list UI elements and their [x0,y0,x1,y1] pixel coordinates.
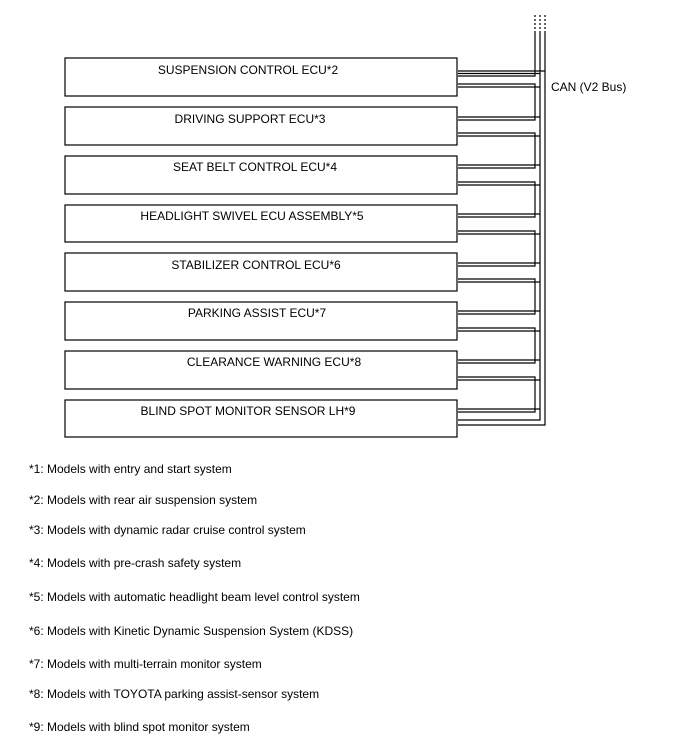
footnote-9: *9: Models with blind spot monitor syste… [29,720,250,734]
ecu-box: CLEARANCE WARNING ECU*8 [64,350,458,390]
bus-trunk-inner [458,33,536,77]
can-bus-diagram: CAN (V2 Bus) SUSPENSION CONTROL ECU*2 DR… [64,15,626,438]
ecu-box: DRIVING SUPPORT ECU*3 [64,106,458,146]
ecu-box: SEAT BELT CONTROL ECU*4 [64,155,458,195]
ecu-box: BLIND SPOT MONITOR SENSOR LH*9 [64,399,458,438]
ecu-label: BLIND SPOT MONITOR SENSOR LH*9 [141,404,356,418]
bus-loop-2 [458,132,536,169]
ecu-label: STABILIZER CONTROL ECU*6 [171,258,341,272]
ecu-box: HEADLIGHT SWIVEL ECU ASSEMBLY*5 [64,204,458,243]
ecu-box: STABILIZER CONTROL ECU*6 [64,252,458,292]
bus-loop-5 [458,278,536,315]
footnote-8: *8: Models with TOYOTA parking assist-se… [29,687,320,701]
ecu-boxes: SUSPENSION CONTROL ECU*2 DRIVING SUPPORT… [64,57,458,438]
footnote-1: *1: Models with entry and start system [29,462,232,476]
footnote-2: *2: Models with rear air suspension syst… [29,493,258,507]
bus-loop-6 [458,327,536,364]
bus-trunk-middle [458,33,541,421]
footnote-7: *7: Models with multi-terrain monitor sy… [29,657,262,671]
ecu-label: PARKING ASSIST ECU*7 [188,306,327,320]
ecu-label: CLEARANCE WARNING ECU*8 [187,355,362,369]
bus-loop-4 [458,230,536,267]
bus-loop-3 [458,181,536,218]
footnote-3: *3: Models with dynamic radar cruise con… [29,523,306,537]
bus-label: CAN (V2 Bus) [551,80,626,94]
footnote-5: *5: Models with automatic headlight beam… [29,590,360,604]
ecu-box: PARKING ASSIST ECU*7 [64,301,458,341]
footnote-6: *6: Models with Kinetic Dynamic Suspensi… [29,624,354,638]
ecu-label: SEAT BELT CONTROL ECU*4 [173,160,337,174]
ecu-label: DRIVING SUPPORT ECU*3 [175,112,326,126]
can-bus-wiring [458,15,546,426]
ecu-box: SUSPENSION CONTROL ECU*2 [64,57,458,97]
footnote-4: *4: Models with pre-crash safety system [29,556,242,570]
bus-trunk-outer [458,33,546,426]
bus-loop-7 [458,376,536,413]
bus-loop-1 [458,83,536,121]
ecu-label: HEADLIGHT SWIVEL ECU ASSEMBLY*5 [140,209,364,223]
ecu-label: SUSPENSION CONTROL ECU*2 [158,63,339,77]
